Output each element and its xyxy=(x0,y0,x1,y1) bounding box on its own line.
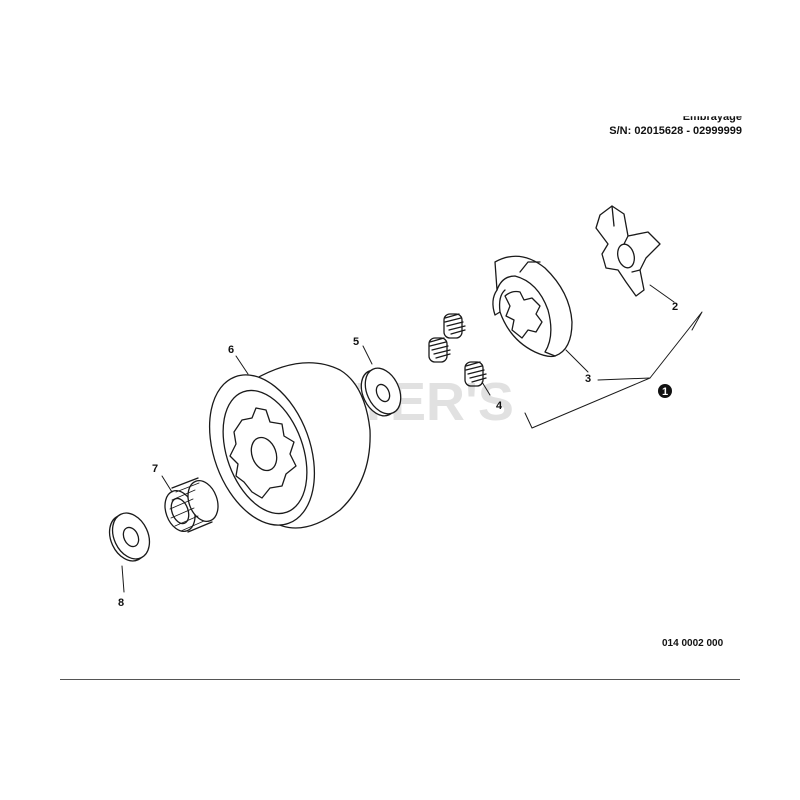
diagram-title: Embrayage xyxy=(682,111,742,123)
callout-2: 2 xyxy=(672,301,678,313)
part-2-clutch-hub xyxy=(595,205,661,297)
serial-number-range: S/N: 02015628 - 02999999 xyxy=(609,125,742,137)
part-8-washer xyxy=(108,512,151,562)
part-3-clutch-shoes xyxy=(492,255,573,358)
callout-3: 3 xyxy=(585,373,591,385)
callout-labels: 1 2 3 4 5 6 7 8 xyxy=(118,301,678,609)
assembly-leader xyxy=(597,377,651,381)
part-6-clutch-drum xyxy=(208,362,371,529)
leader-lines xyxy=(121,284,675,593)
bottom-divider xyxy=(60,679,740,680)
callout-7: 7 xyxy=(152,463,158,475)
callout-5: 5 xyxy=(353,336,359,348)
callout-1: 1 xyxy=(662,386,668,398)
part-4-springs xyxy=(428,313,487,387)
callout-4: 4 xyxy=(496,400,503,412)
part-5-washer xyxy=(360,367,402,417)
callout-6: 6 xyxy=(228,344,234,356)
drawing-code: 014 0002 000 xyxy=(662,638,724,649)
assembly-badge-icon xyxy=(658,384,672,398)
part-7-needle-bearing xyxy=(164,477,219,533)
callout-8: 8 xyxy=(118,597,124,609)
